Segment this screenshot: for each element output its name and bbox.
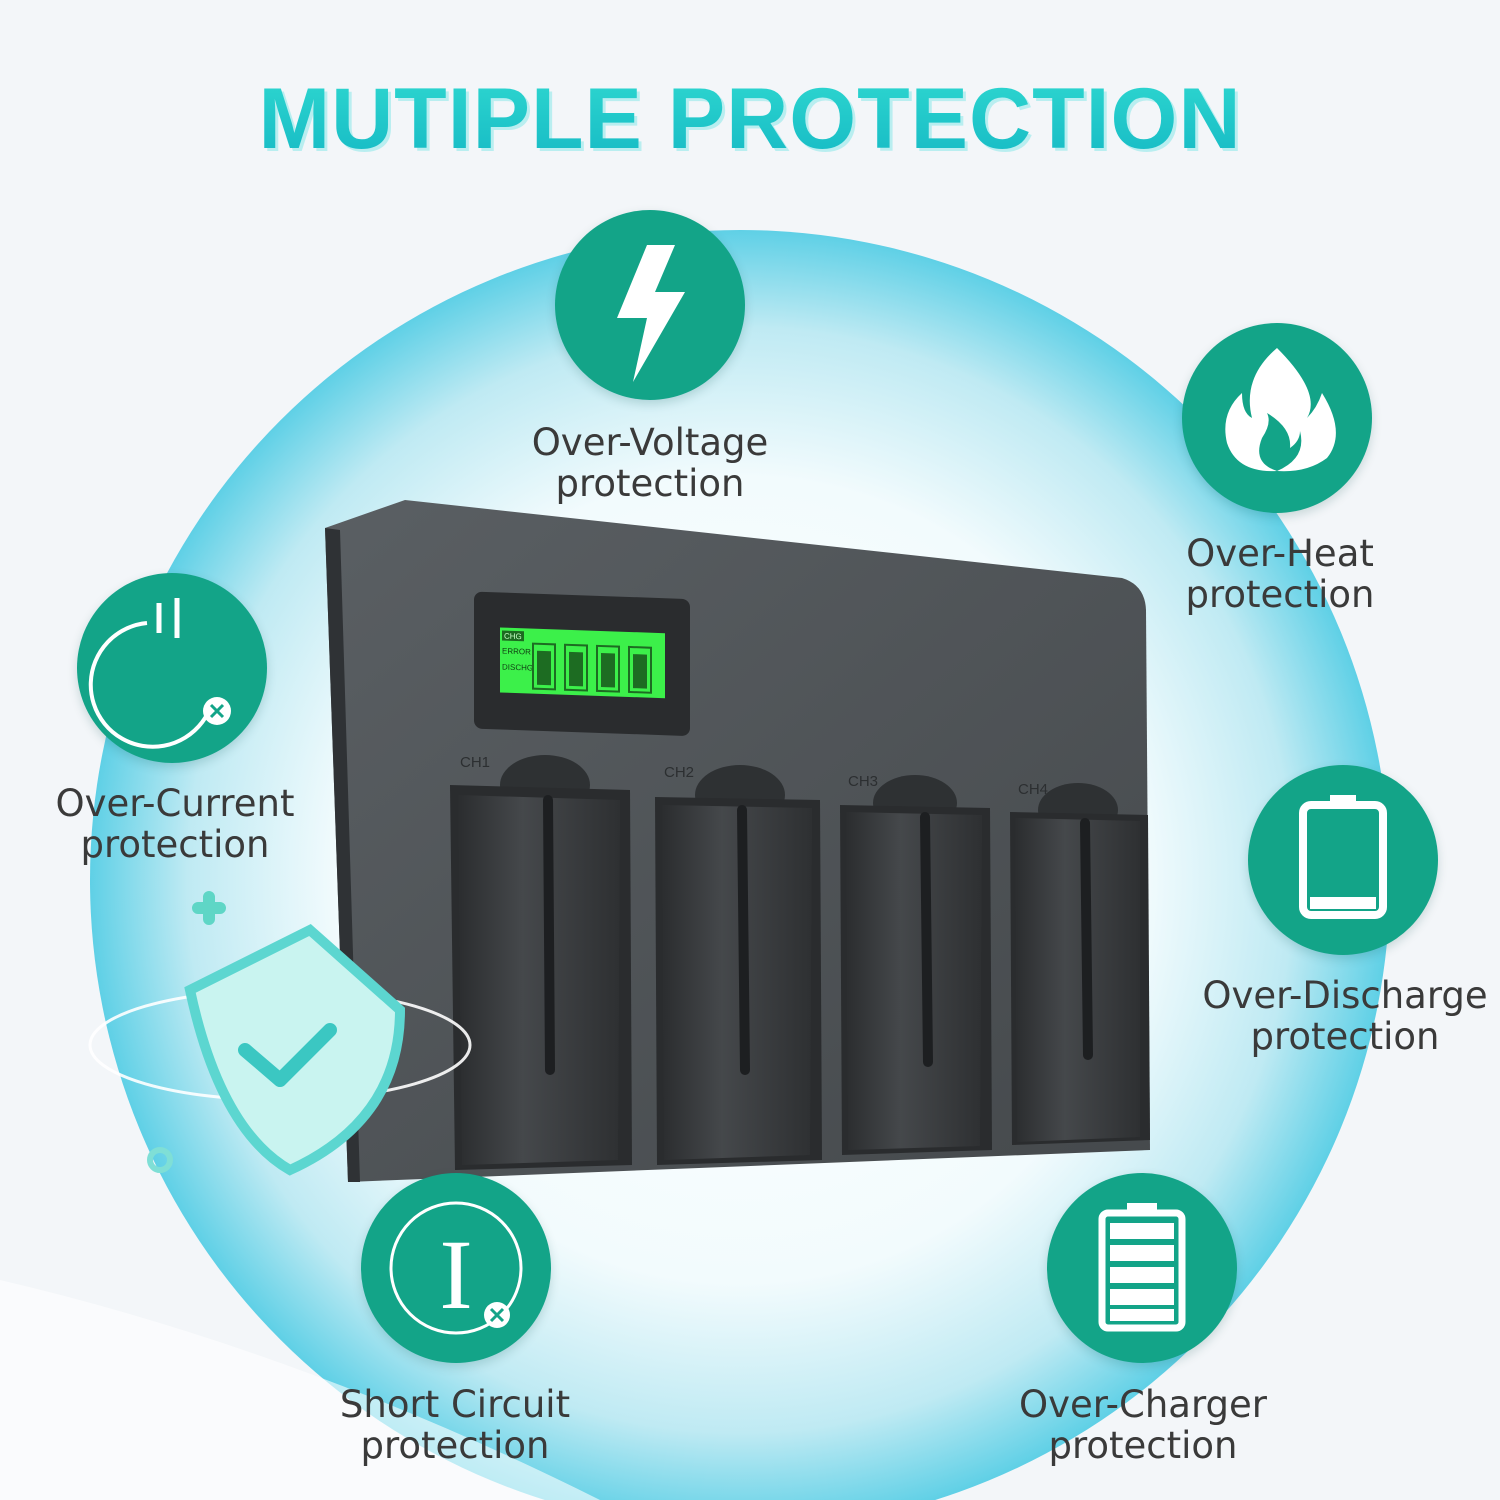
feature-title: Over-Current bbox=[55, 782, 295, 825]
feature-subtitle: protection bbox=[360, 1424, 550, 1467]
over-voltage-badge bbox=[555, 210, 745, 400]
page-title: MUTIPLE PROTECTION bbox=[0, 70, 1500, 169]
full-battery-icon bbox=[1098, 1203, 1186, 1332]
over-discharge-badge bbox=[1248, 765, 1438, 955]
lcd-display: CHG ERROR DISCHG bbox=[500, 627, 665, 699]
feature-subtitle: protection bbox=[1185, 573, 1375, 616]
flame-icon bbox=[1225, 348, 1336, 472]
channel-label: CH1 bbox=[460, 754, 490, 771]
channel-label: CH2 bbox=[664, 764, 694, 781]
feature-subtitle: protection bbox=[1250, 1015, 1440, 1058]
lightning-icon bbox=[617, 245, 685, 382]
over-heat-badge bbox=[1182, 323, 1372, 513]
feature-title: Short Circuit bbox=[339, 1383, 571, 1426]
channel-label: CH3 bbox=[848, 773, 878, 790]
empty-battery-icon bbox=[1299, 795, 1387, 919]
feature-subtitle: protection bbox=[555, 462, 745, 505]
shield-check-icon bbox=[88, 891, 472, 1176]
current-cross-icon: I bbox=[389, 1201, 523, 1335]
feature-title: Over-Charger bbox=[1019, 1383, 1267, 1426]
battery-slots bbox=[450, 755, 1150, 1170]
feature-subtitle: protection bbox=[80, 823, 270, 866]
lcd-error: ERROR bbox=[502, 647, 531, 657]
lcd-dischg: DISCHG bbox=[502, 663, 533, 673]
feature-title: Over-Discharge bbox=[1202, 974, 1488, 1017]
over-current-badge bbox=[77, 573, 267, 763]
feature-title: Over-Heat bbox=[1186, 532, 1374, 575]
svg-text:I: I bbox=[439, 1219, 472, 1330]
feature-title: Over-Voltage bbox=[531, 421, 769, 464]
over-charger-badge bbox=[1047, 1173, 1237, 1363]
power-off-icon bbox=[88, 598, 231, 749]
short-circuit-badge: I bbox=[361, 1173, 551, 1363]
feature-subtitle: protection bbox=[1048, 1424, 1238, 1467]
channel-label: CH4 bbox=[1018, 781, 1048, 798]
lcd-chg: CHG bbox=[504, 632, 522, 642]
